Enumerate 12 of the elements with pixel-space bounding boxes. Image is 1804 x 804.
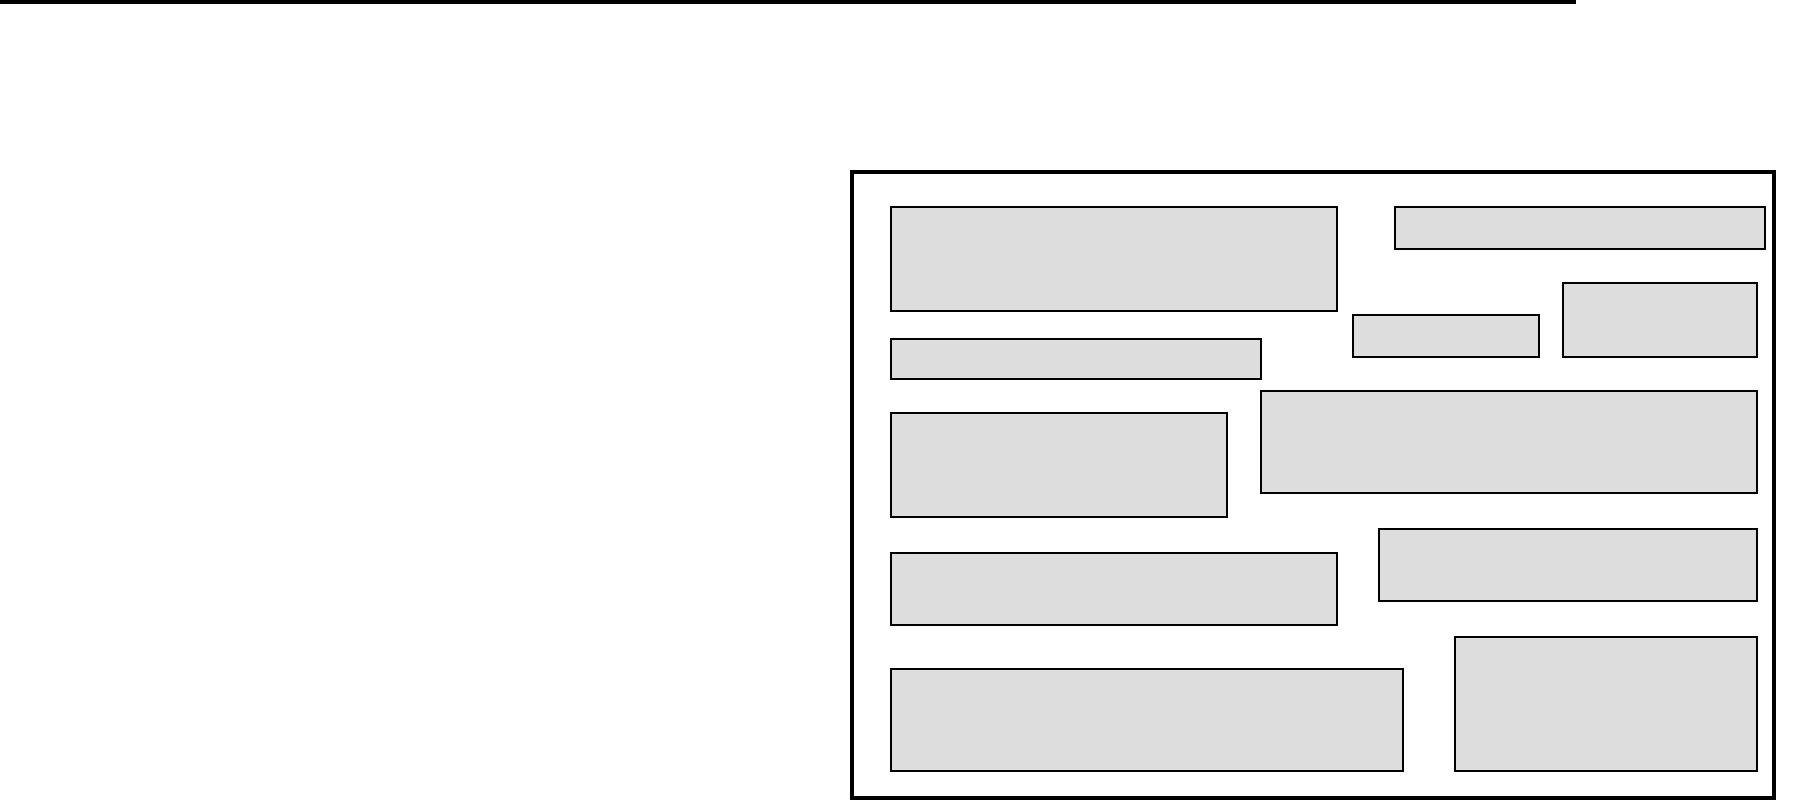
- filled-block: [890, 412, 1228, 518]
- filled-block: [1352, 314, 1540, 358]
- filled-block: [890, 668, 1404, 772]
- filled-block: [1260, 390, 1758, 494]
- filled-block: [890, 552, 1338, 626]
- filled-block: [1378, 528, 1758, 602]
- filled-block: [1454, 636, 1758, 772]
- outer-frame: [850, 170, 1776, 800]
- filled-block: [1562, 282, 1758, 358]
- filled-block: [890, 206, 1338, 312]
- filled-block: [890, 338, 1262, 380]
- filled-block: [1394, 206, 1766, 250]
